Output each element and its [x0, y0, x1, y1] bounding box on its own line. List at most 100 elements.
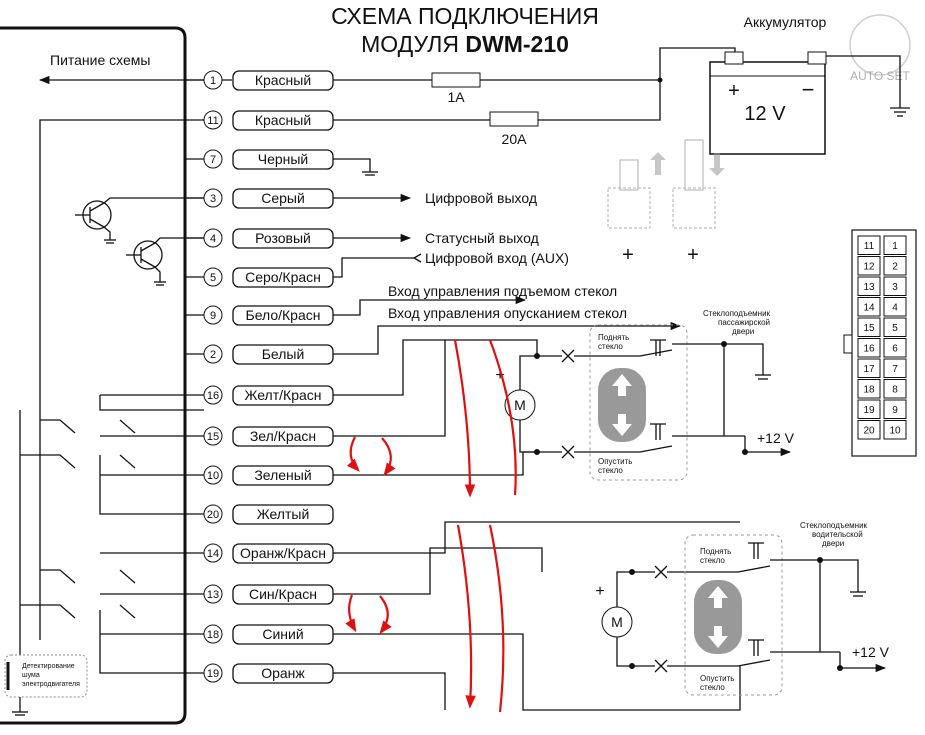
- pin-number-label: 5: [210, 272, 216, 284]
- digital-out-label: Цифровой выход: [425, 190, 537, 206]
- passenger-door-circuit: M + Поднять стекло Опустить стекло +12 V…: [333, 309, 795, 481]
- pin-row: 2 Белый: [203, 344, 334, 365]
- connector-pin-number: 9: [892, 405, 898, 416]
- wire-color: Зеленый: [254, 467, 311, 483]
- module-body: [0, 26, 187, 725]
- pin-row: 15 Зел/Красн: [203, 426, 334, 447]
- wire-color: Розовый: [255, 230, 311, 246]
- connector-pin-number: 4: [892, 303, 898, 314]
- connector-cell: [883, 358, 907, 378]
- connector-pin-number: 18: [863, 385, 875, 396]
- driver-door-circuit: M + Поднять стекло Опустить стекло +12 V…: [333, 521, 890, 711]
- pin-number-label: 13: [207, 589, 219, 601]
- wire-color: Серый: [261, 190, 305, 206]
- pin-row: 10 Зеленый: [203, 465, 334, 486]
- window-up-input-label: Вход управления подъемом стекол: [388, 283, 617, 299]
- pin-row: 9 Бело/Красн: [203, 305, 334, 326]
- pin-number: [203, 70, 223, 90]
- pin7-ground: [333, 158, 378, 176]
- pin-row: 18 Синий: [203, 624, 334, 645]
- pin-row: 1 Красный: [185, 70, 334, 91]
- motor-driver-plus: +: [595, 583, 604, 600]
- connector-pin-number: 8: [892, 385, 898, 396]
- status-out-label: Статусный выход: [425, 230, 539, 246]
- wire-color: Красный: [255, 72, 311, 88]
- pin-number-label: 14: [207, 548, 219, 560]
- pin-row: 14 Оранж/Красн: [203, 543, 334, 564]
- connector-pin-number: 17: [863, 364, 875, 375]
- driver-supply-label: +12 V: [852, 644, 890, 660]
- fuse-1a: [431, 72, 481, 88]
- connector-pin-number: 7: [892, 364, 898, 375]
- connector-pin-number: 6: [892, 344, 898, 355]
- connector-pin-number: 5: [892, 323, 898, 334]
- pin-row: 16 Желт/Красн: [203, 385, 334, 406]
- connector-cell: [883, 379, 907, 399]
- connector-cell: [857, 358, 881, 378]
- noise-detect-line-2: шума: [22, 672, 40, 679]
- connector-cell: [857, 297, 881, 317]
- relay-switches-upper: [19, 394, 204, 700]
- connector-pin-number: 3: [892, 282, 898, 293]
- connector-cell: [857, 399, 881, 419]
- red-annotations: [345, 339, 517, 713]
- wire-color: Оранж/Красн: [240, 545, 326, 561]
- fuse-20a-label: 20A: [502, 131, 528, 147]
- pin-number-label: 9: [210, 310, 216, 322]
- pin-number-label: 19: [207, 668, 219, 680]
- transistor-1: [75, 197, 204, 244]
- connector-cell: [857, 317, 881, 337]
- pin-row: 3 Серый: [203, 188, 334, 209]
- title-prefix: МОДУЛЯ: [361, 31, 465, 57]
- noise-detect-line-3: электродвигателя: [22, 681, 80, 688]
- pin-row: 5 Серо/Красн: [203, 267, 334, 288]
- passenger-title-line-3: двери: [732, 327, 754, 336]
- connector-cell: [883, 256, 907, 276]
- wire-color: Желтый: [257, 506, 310, 522]
- battery-voltage: 12 V: [744, 103, 786, 125]
- noise-detect-box: Детектирование шума электродвигателя: [4, 654, 88, 698]
- motor-passenger-label: M: [514, 397, 526, 413]
- passenger-title-line-2: пассажирской: [718, 318, 770, 327]
- wire-color: Красный: [255, 112, 311, 128]
- connector-pin-number: 16: [863, 344, 875, 355]
- connector-cell: [883, 317, 907, 337]
- pin-rows: 1 Красный 11 Красный 7 Черный 3 Серый 4 …: [185, 70, 334, 684]
- pin-number-label: 15: [207, 431, 219, 443]
- wire-color: Черный: [258, 151, 309, 167]
- battery-label: Аккумулятор: [744, 14, 827, 30]
- window-down-input-label: Вход управления опусканием стекол: [388, 305, 627, 321]
- connector-pin-number: 19: [863, 405, 875, 416]
- model-name: DWM-210: [465, 31, 569, 57]
- connector-pin-number: 11: [864, 241, 875, 252]
- connector-cell: [883, 338, 907, 358]
- passenger-title-line-1: Стеклоподъемник: [703, 309, 771, 318]
- connector-pin-number: 1: [892, 241, 898, 252]
- connector-pin-number: 13: [863, 282, 875, 293]
- pin-row: 7 Черный: [203, 149, 334, 170]
- wire-color: Белый: [262, 346, 305, 362]
- fuse-1a-label: 1A: [447, 89, 465, 105]
- motor-passenger-plus: +: [495, 367, 504, 384]
- battery-minus: −: [802, 77, 815, 102]
- driver-down-line-2: стекло: [700, 683, 725, 692]
- connector-cell: [857, 338, 881, 358]
- connector-cell: [857, 276, 881, 296]
- relay-switches-lower: [20, 552, 204, 674]
- watermark-text: AUTO SET: [850, 69, 910, 83]
- wire-color: Серо/Красн: [245, 269, 321, 285]
- driver-title-line-3: двери: [822, 539, 844, 548]
- driver-up-line-2: стекло: [700, 556, 725, 565]
- connector-cell: [857, 256, 881, 276]
- connector-cell: [857, 235, 881, 255]
- connector-pin-number: 15: [863, 323, 875, 334]
- pin-row: 4 Розовый: [203, 228, 334, 249]
- battery-plus: +: [728, 80, 740, 102]
- wire-color: Синий: [262, 626, 303, 642]
- pin-row: 20 Желтый: [203, 504, 334, 525]
- pin-number-label: 7: [210, 154, 216, 166]
- driver-title-line-1: Стеклоподъемник: [800, 521, 868, 530]
- pin-number-label: 18: [207, 629, 219, 641]
- connector-pin-number: 14: [863, 303, 875, 314]
- door-lock-plus-1: +: [622, 244, 634, 266]
